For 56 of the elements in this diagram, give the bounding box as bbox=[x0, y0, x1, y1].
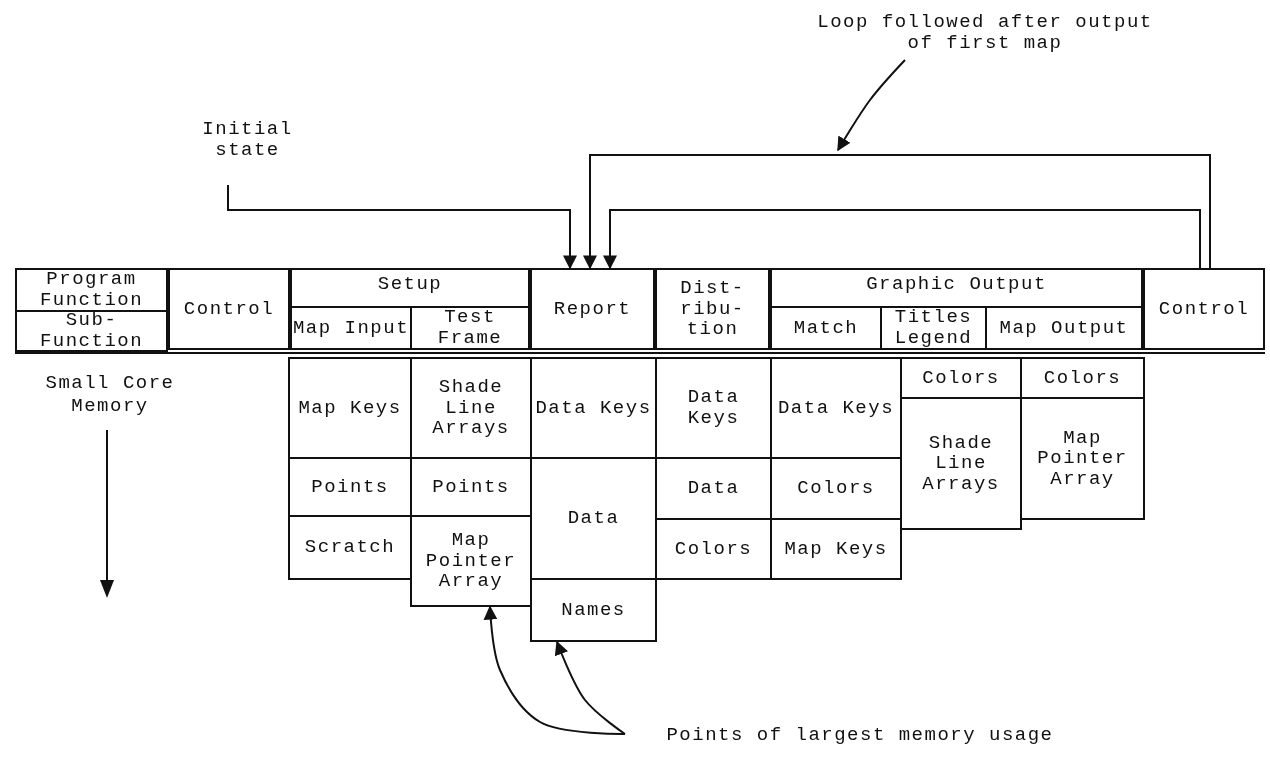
cell-text: Data Keys bbox=[777, 397, 895, 419]
annotation-text: Initial state bbox=[201, 119, 294, 161]
flow-arrow bbox=[603, 209, 1201, 270]
table-header-cell bbox=[770, 268, 1143, 350]
cell-text: Map Keys bbox=[784, 538, 888, 560]
cell-text: Control bbox=[1158, 298, 1250, 320]
cell-text: Program Function bbox=[38, 269, 145, 311]
memory-block bbox=[1020, 357, 1145, 399]
cell-text: Map Pointer Array bbox=[1036, 427, 1129, 490]
table-header-cell bbox=[290, 268, 530, 350]
cell-text: Test Frame bbox=[436, 307, 504, 349]
annotation-text: Loop followed after output of first map bbox=[816, 12, 1154, 53]
cell-text: Dist- ribu- tion bbox=[679, 278, 746, 340]
cell-text: Titles Legend bbox=[893, 307, 974, 349]
cell-text: Data Keys bbox=[535, 397, 652, 419]
cell-text: Map Pointer Array bbox=[424, 530, 518, 592]
cell-text: Sub- Function bbox=[38, 310, 145, 352]
cell-text: Graphic Output bbox=[866, 274, 1047, 295]
cell-text: Map Keys bbox=[298, 397, 402, 419]
cell-text: Colors bbox=[1043, 367, 1122, 389]
leader-line bbox=[837, 59, 906, 152]
cell-text: Map Input bbox=[292, 317, 410, 339]
table-header-cell bbox=[1143, 268, 1265, 350]
memory-block bbox=[1020, 397, 1145, 520]
cell-text: Setup bbox=[377, 274, 443, 295]
flow-arrow bbox=[227, 184, 577, 270]
annotation-text: Points of largest memory usage bbox=[666, 724, 1054, 746]
cell-text: Names bbox=[561, 599, 626, 621]
cell-text: Shade Line Arrays bbox=[921, 432, 1001, 495]
cell-text: Colors bbox=[922, 367, 1000, 389]
table-header-cell bbox=[530, 268, 655, 350]
leader-line bbox=[483, 605, 626, 735]
cell-text: Data Keys bbox=[686, 387, 741, 429]
cell-text: Points bbox=[311, 476, 389, 498]
flow-arrow bbox=[583, 154, 1211, 270]
cell-text: Shade Line Arrays bbox=[431, 377, 511, 439]
memory-block bbox=[288, 515, 412, 580]
table-header-cell bbox=[15, 310, 168, 352]
cell-text: Control bbox=[183, 298, 275, 320]
table-header-cell bbox=[880, 306, 987, 350]
table-header-cell bbox=[168, 268, 290, 350]
caption-text: Small Core Memory bbox=[44, 372, 176, 418]
cell-text: Match bbox=[793, 317, 859, 339]
memory-block bbox=[288, 357, 412, 459]
cell-text: Data bbox=[687, 478, 740, 499]
table-header-cell bbox=[15, 268, 168, 312]
cell-text: Points bbox=[432, 476, 510, 498]
cell-text: Data bbox=[567, 508, 620, 529]
leader-line bbox=[554, 640, 626, 735]
cell-text: Scratch bbox=[304, 537, 396, 558]
cell-text: Colors bbox=[797, 478, 875, 499]
cell-text: Report bbox=[553, 298, 632, 320]
cell-text: Map Output bbox=[999, 317, 1129, 339]
table-header-cell bbox=[655, 268, 770, 350]
memory-block bbox=[530, 578, 657, 642]
cell-text: Colors bbox=[674, 538, 753, 560]
